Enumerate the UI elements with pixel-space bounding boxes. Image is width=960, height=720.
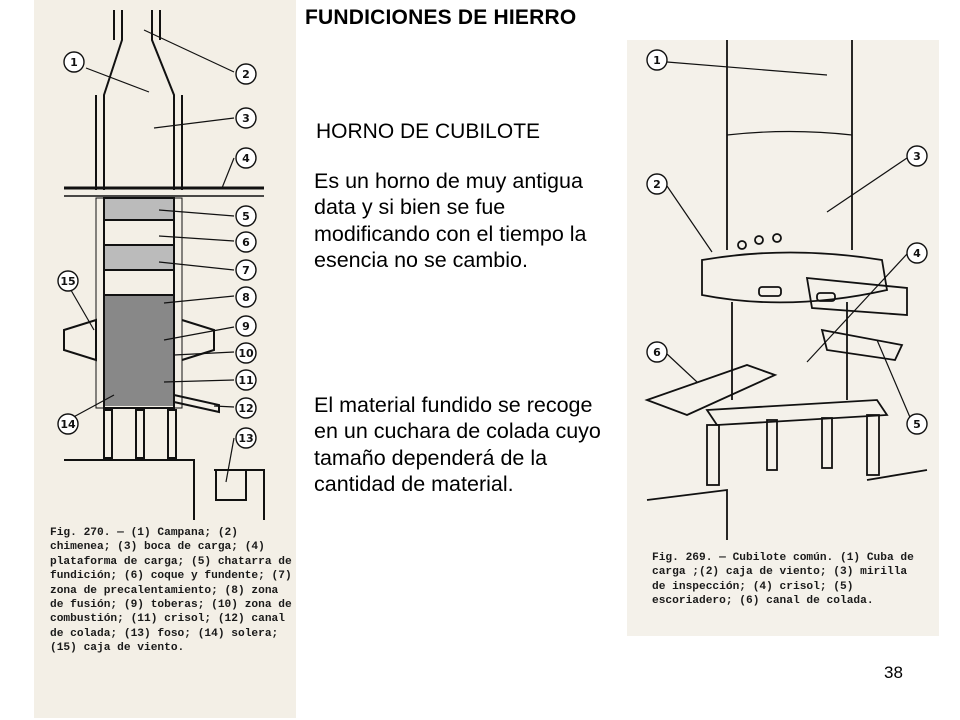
callout-label: 9	[242, 320, 250, 333]
callout-label: 1	[70, 56, 78, 69]
callout-label: 4	[913, 247, 921, 260]
section-heading: HORNO DE CUBILOTE	[316, 120, 541, 143]
callout-label: 6	[242, 236, 250, 249]
callout-label: 10	[238, 347, 254, 360]
paragraph-ladle: El material fundido se recoge en un cuch…	[314, 393, 601, 497]
callout-label: 5	[242, 210, 250, 223]
common-cupola-diagram: 1 2 3 4 5 6	[644, 40, 928, 540]
callout-label: 11	[238, 374, 253, 387]
callout-label: 6	[653, 346, 661, 359]
callout-label: 4	[242, 152, 250, 165]
callout-label: 2	[653, 178, 661, 191]
callout-label: 8	[242, 291, 250, 304]
callout-label: 2	[242, 68, 250, 81]
callout-label: 3	[242, 112, 250, 125]
callout-label: 13	[238, 432, 253, 445]
right-figure-caption: Fig. 269. — Cubilote común. (1) Cuba de …	[652, 552, 914, 608]
callout-label: 5	[913, 418, 921, 431]
page-number: 38	[884, 663, 903, 682]
callout-label: 12	[238, 402, 253, 415]
left-figure-panel: 1 2 3 4 5 6 7 8 9 10 11 12 13 14 15	[34, 0, 296, 718]
right-figure-panel: 1 2 3 4 5 6	[627, 40, 939, 636]
left-figure-caption: Fig. 270. — (1) Campana; (2) chimenea; (…	[50, 527, 292, 655]
cupola-cross-section-diagram: 1 2 3 4 5 6 7 8 9 10 11 12 13 14 15	[57, 10, 265, 520]
callout-label: 14	[60, 418, 76, 431]
callout-label: 3	[913, 150, 921, 163]
callout-label: 7	[242, 264, 250, 277]
slide-title: FUNDICIONES DE HIERRO	[305, 6, 577, 29]
callout-label: 15	[60, 275, 75, 288]
paragraph-intro: Es un horno de muy antigua data y si bie…	[314, 169, 587, 273]
callout-label: 1	[653, 54, 661, 67]
